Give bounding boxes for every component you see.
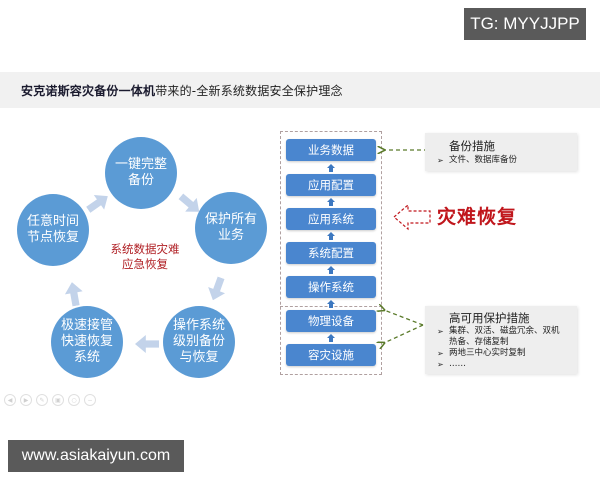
slide-title: 安克诺斯容灾备份一体机带来的-全新系统数据安全保护理念 — [21, 82, 343, 99]
cycle-node-full-backup: 一键完整 备份 — [105, 137, 177, 209]
pen-icon[interactable]: ✎ — [36, 394, 48, 406]
layer-stack-container — [280, 131, 382, 375]
layer-physical-device: 物理设备 — [286, 310, 376, 332]
node-line: 节点恢复 — [26, 230, 79, 245]
bullet-arrow-icon: ➢ — [437, 360, 444, 369]
layer-dr-facility: 容灾设施 — [286, 344, 376, 366]
node-line: 业务 — [217, 228, 244, 243]
node-line: 快速恢复 — [60, 334, 113, 349]
backup-item-text: 文件、数据库备份 — [449, 155, 518, 165]
bullet-arrow-icon: ➢ — [437, 156, 444, 165]
cycle-arrow-icon — [83, 189, 113, 218]
layer-app-config: 应用配置 — [286, 174, 376, 196]
ha-measure-item: ➢ …… — [437, 359, 575, 370]
layer-system-config: 系统配置 — [286, 242, 376, 264]
node-line: 与恢复 — [179, 350, 219, 365]
ha-measures-box: 高可用保护措施 ➢ 集群、双活、磁盘冗余、双机热备、存储复制 ➢ 两地三中心实时… — [425, 306, 577, 374]
copy-icon[interactable]: ▣ — [52, 394, 64, 406]
up-arrow-icon — [327, 198, 335, 206]
node-line: 系统 — [73, 350, 100, 365]
cycle-node-any-time-restore: 任意时间 节点恢复 — [17, 194, 89, 266]
up-arrow-icon — [327, 232, 335, 240]
cycle-node-os-backup: 操作系统 级别备份 与恢复 — [163, 306, 235, 378]
slide-title-bold: 安克诺斯容灾备份一体机 — [21, 83, 156, 98]
ha-measure-item: ➢ 两地三中心实时复制 — [437, 348, 575, 359]
ha-item-line: 热备、存储复制 — [449, 337, 509, 347]
up-arrow-icon — [327, 300, 335, 308]
ha-measures-list: ➢ 集群、双活、磁盘冗余、双机热备、存储复制 ➢ 两地三中心实时复制 ➢ …… — [437, 326, 575, 370]
center-line: 应急恢复 — [122, 257, 168, 271]
ha-measure-item: ➢ 集群、双活、磁盘冗余、双机热备、存储复制 — [437, 326, 575, 348]
node-line: 极速接管 — [60, 318, 113, 333]
cycle-center-label: 系统数据灾难 应急恢复 — [100, 242, 190, 272]
backup-measure-item: ➢ 文件、数据库备份 — [437, 155, 517, 166]
backup-measures-box: 备份措施 ➢ 文件、数据库备份 — [425, 133, 577, 171]
node-line: 任意时间 — [26, 214, 79, 229]
ha-item-line: 集群、双活、磁盘冗余、双机 — [449, 326, 560, 336]
prev-slide-icon[interactable]: ◀ — [4, 394, 16, 406]
bullet-arrow-icon: ➢ — [437, 327, 444, 336]
node-line: 操作系统 — [172, 318, 225, 333]
ha-measures-title: 高可用保护措施 — [449, 311, 530, 325]
up-arrow-icon — [327, 334, 335, 342]
up-arrow-icon — [327, 266, 335, 274]
layer-business-data: 业务数据 — [286, 139, 376, 161]
slide-title-rest: 带来的-全新系统数据安全保护理念 — [155, 83, 343, 98]
slide-nav-toolbar: ◀ ▶ ✎ ▣ ○ − — [4, 394, 96, 406]
node-line: 保护所有 — [204, 212, 257, 227]
node-line: 一键完整 — [114, 157, 167, 172]
cycle-arrow-icon — [63, 281, 85, 308]
cycle-node-protect-business: 保护所有 业务 — [195, 192, 267, 264]
ha-item-text: 集群、双活、磁盘冗余、双机热备、存储复制 — [449, 326, 560, 348]
up-arrow-icon — [327, 164, 335, 172]
cycle-arrow-icon — [204, 275, 229, 304]
dashed-connector-arrows-icon — [376, 140, 428, 370]
cycle-arrow-icon — [135, 335, 159, 353]
disaster-recovery-arrow-icon — [393, 203, 431, 231]
disaster-recovery-label: 灾难恢复 — [437, 206, 518, 228]
url-watermark: www.asiakaiyun.com — [8, 440, 184, 472]
ha-item-text: …… — [449, 359, 466, 369]
cycle-node-fast-takeover: 极速接管 快速恢复 系统 — [51, 306, 123, 378]
tg-watermark: TG: MYYJJPP — [464, 8, 586, 40]
layer-operating-system: 操作系统 — [286, 276, 376, 298]
bullet-arrow-icon: ➢ — [437, 349, 444, 358]
minus-icon[interactable]: − — [84, 394, 96, 406]
node-line: 备份 — [127, 173, 154, 188]
node-line: 级别备份 — [172, 334, 225, 349]
layer-app-system: 应用系统 — [286, 208, 376, 230]
center-line: 系统数据灾难 — [110, 242, 180, 256]
zoom-icon[interactable]: ○ — [68, 394, 80, 406]
backup-measures-title: 备份措施 — [449, 139, 495, 153]
slide-title-bar: 安克诺斯容灾备份一体机带来的-全新系统数据安全保护理念 — [0, 72, 600, 108]
next-slide-icon[interactable]: ▶ — [20, 394, 32, 406]
ha-item-text: 两地三中心实时复制 — [449, 348, 526, 358]
